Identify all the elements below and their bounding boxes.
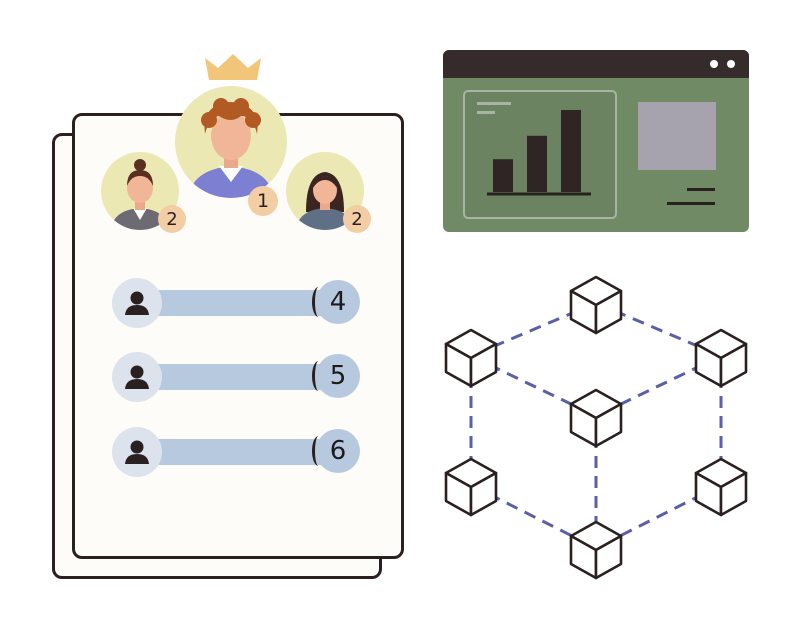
- panel-heading-line: [477, 111, 495, 114]
- person-bun-hair-icon: [111, 159, 169, 230]
- window-dot: [727, 60, 735, 68]
- person-long-hair-icon: [296, 172, 354, 230]
- text-line: [667, 202, 715, 205]
- score-bar: [136, 439, 346, 465]
- blockchain-network: [444, 275, 748, 580]
- score-value: 5: [312, 354, 360, 398]
- cube-icon: [569, 275, 623, 335]
- chart-panel: [463, 90, 617, 219]
- score-value: 4: [312, 280, 360, 324]
- user-icon: [125, 365, 149, 389]
- cube-icon: [444, 457, 498, 517]
- window-dot: [710, 60, 718, 68]
- bar-chart: [477, 102, 591, 196]
- person-curly-hair-icon: [189, 98, 273, 198]
- rank-badge-second-left: 2: [158, 205, 186, 233]
- cube-icon: [569, 388, 623, 448]
- cube-icon: [569, 520, 623, 580]
- cube-icon: [444, 328, 498, 388]
- rank-badge-first: 1: [248, 186, 278, 216]
- score-row: 4: [112, 278, 364, 328]
- score-bar: [136, 290, 346, 316]
- panel-heading-line: [477, 102, 511, 105]
- user-icon: [125, 440, 149, 464]
- chart-bar: [527, 135, 547, 192]
- chart-bar: [493, 159, 513, 192]
- user-avatar: [112, 352, 162, 402]
- text-line: [687, 188, 715, 191]
- score-row: 6: [112, 427, 364, 477]
- image-placeholder: [638, 102, 716, 170]
- score-value: 6: [312, 429, 360, 473]
- avatar-first-place: [175, 86, 287, 198]
- user-icon: [125, 291, 149, 315]
- window-titlebar: [443, 50, 749, 78]
- score-bar: [136, 364, 346, 390]
- user-avatar: [112, 278, 162, 328]
- rank-badge-second-right: 2: [343, 205, 371, 233]
- user-avatar: [112, 427, 162, 477]
- dashboard-window: [443, 50, 749, 232]
- chart-bar: [561, 110, 581, 192]
- cube-icon: [694, 457, 748, 517]
- cube-icon: [694, 328, 748, 388]
- crown-icon: [205, 54, 261, 80]
- score-row: 5: [112, 352, 364, 402]
